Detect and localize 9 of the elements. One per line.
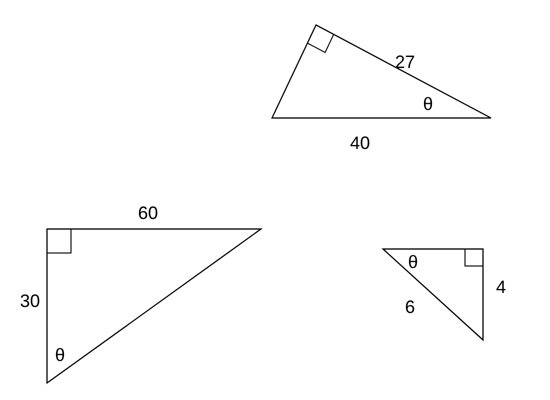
side-length-label: 30: [20, 291, 40, 311]
side-length-label: 27: [394, 52, 416, 72]
angle-label: θ: [423, 94, 433, 114]
angle-label: θ: [55, 345, 65, 365]
side-length-label: 6: [405, 297, 415, 317]
side-length-label: 60: [138, 203, 158, 223]
side-length-label: 40: [350, 133, 370, 153]
side-length-label: 4: [496, 277, 506, 297]
angle-label: θ: [408, 252, 418, 272]
